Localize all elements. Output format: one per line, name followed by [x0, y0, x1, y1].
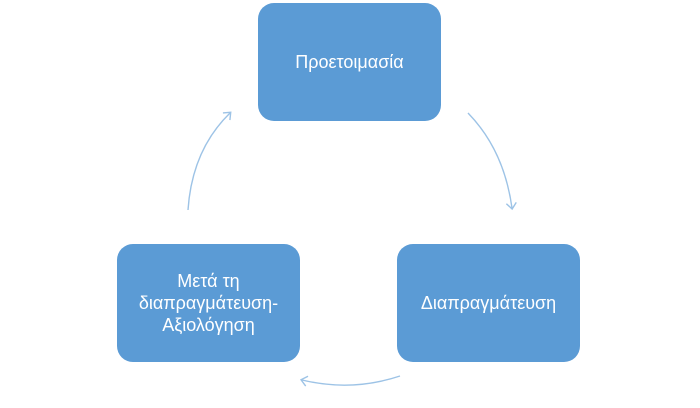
arrow-right-to-left: [299, 375, 401, 387]
arrow-top-to-right: [467, 112, 517, 211]
arrow-left-to-top: [187, 111, 232, 211]
node-evaluation-label-line-3: Αξιολόγηση: [162, 315, 255, 335]
node-negotiation-label: Διαπραγμάτευση: [420, 293, 557, 313]
node-preparation-label: Προετοιμασία: [295, 52, 404, 72]
node-preparation: Προετοιμασία: [258, 3, 441, 121]
node-post-negotiation-evaluation: Μετά τη διαπραγμάτευση- Αξιολόγηση: [117, 244, 300, 362]
node-evaluation-label-line-1: Μετά τη: [177, 271, 240, 291]
node-negotiation: Διαπραγμάτευση: [397, 244, 580, 362]
node-evaluation-label-line-2: διαπραγμάτευση-: [138, 293, 279, 313]
